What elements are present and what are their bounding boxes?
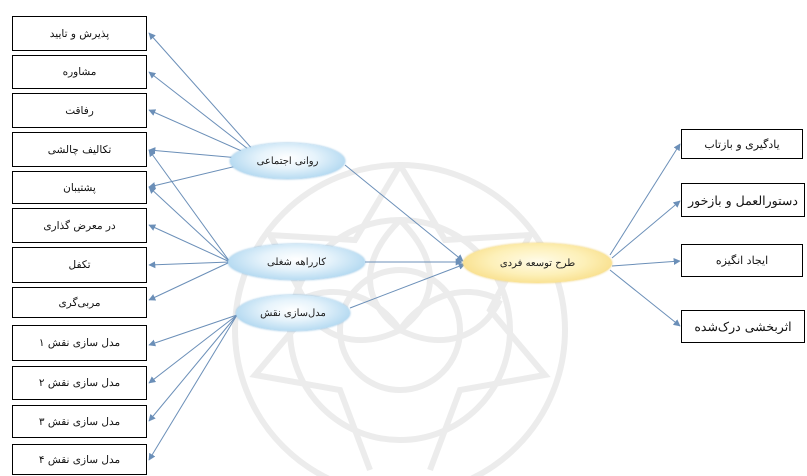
arrow-role-to-role2 [148, 314, 238, 384]
arrow-plan-to-instruction [611, 200, 681, 259]
box-role-modeling-1: مدل سازی نقش ۱ [12, 325, 147, 361]
arrow-role-to-plan [349, 262, 466, 309]
arrow-plan-to-learning [609, 143, 681, 256]
arrow-plan-to-motivation [611, 257, 681, 267]
arrow-psychosocial-to-counseling [148, 71, 263, 161]
node-psychosocial: روانی اجتماعی [230, 143, 345, 179]
node-role-modeling: مدل‌سازی نقش [236, 295, 350, 331]
arrow-role-to-role4 [148, 314, 238, 461]
box-role-modeling-4: مدل سازی نقش ۴ [12, 444, 147, 475]
box-coaching: مربی‌گری [12, 287, 147, 318]
arrows [148, 32, 681, 461]
arrow-plan-to-effectiveness [609, 269, 681, 327]
box-perceived-effectiveness: اثربخشی درک‌شده [681, 310, 805, 343]
arrow-career-to-coaching [148, 261, 231, 301]
box-exposure: در معرض گذاری [12, 208, 147, 243]
box-counseling: مشاوره [12, 55, 147, 89]
box-friendship: رفاقت [12, 93, 147, 128]
node-career-path: کارراهه شغلی [228, 244, 365, 280]
arrow-career-to-sponsor [148, 186, 231, 263]
arrow-psychosocial-to-acceptance [148, 32, 263, 161]
box-sponsor: پشتیبان [12, 171, 147, 204]
arrow-career-to-exposure [148, 224, 231, 263]
box-protection: تکفل [12, 247, 147, 283]
box-role-modeling-3: مدل سازی نقش ۳ [12, 405, 147, 438]
node-development-plan: طرح توسعه فردی [463, 243, 612, 283]
box-learning-reflection: یادگیری و بازتاب [681, 129, 803, 159]
arrow-career-to-challenging [148, 149, 231, 263]
box-instruction-feedback: دستورالعمل و بازخور [681, 183, 805, 217]
box-role-modeling-2: مدل سازی نقش ۲ [12, 366, 147, 400]
arrow-role-to-role3 [148, 314, 238, 422]
arrow-role-to-role1 [148, 314, 238, 347]
box-challenging-tasks: تکالیف چالشی [12, 132, 147, 167]
arrow-psychosocial-to-plan [344, 164, 464, 262]
box-acceptance: پذیرش و تایید [12, 16, 147, 51]
arrow-career-to-protection [148, 261, 231, 269]
box-motivation: ایجاد انگیزه [681, 244, 803, 277]
